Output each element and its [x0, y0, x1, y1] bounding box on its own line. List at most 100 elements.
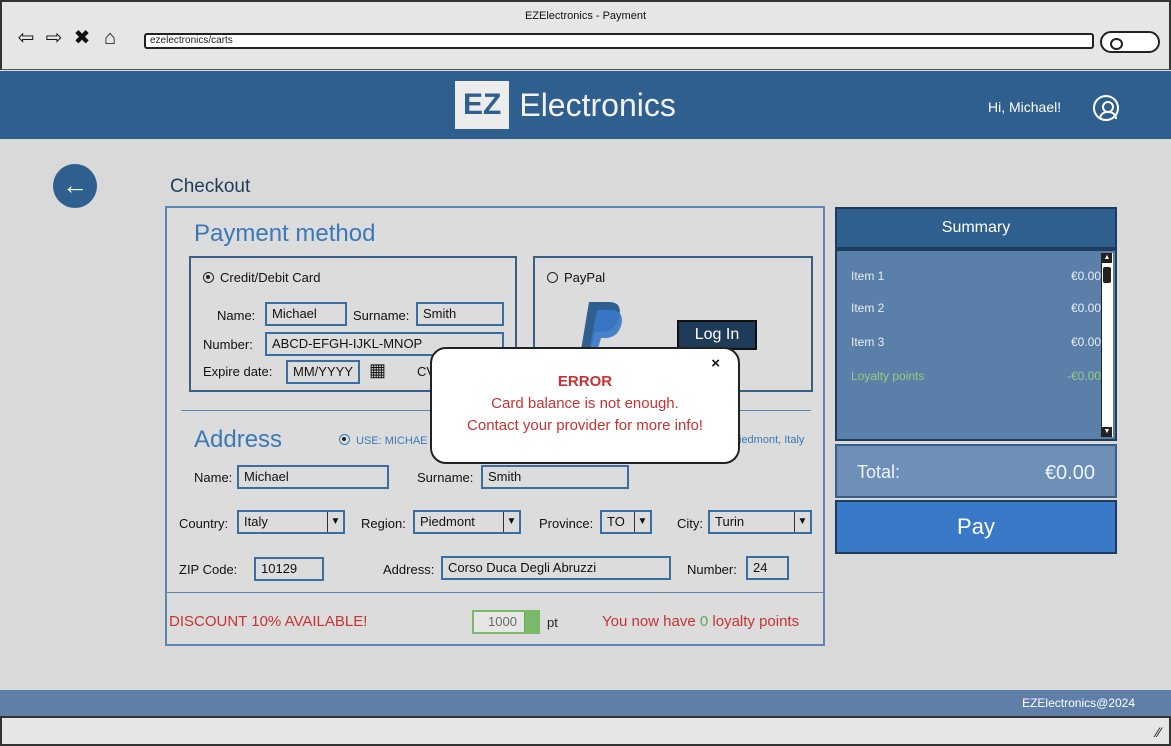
address-title: Address — [194, 426, 283, 453]
close-icon[interactable]: × — [711, 355, 720, 372]
footer-copyright: EZElectronics@2024 — [1022, 696, 1135, 710]
spinner-arrows-icon[interactable] — [524, 612, 538, 632]
user-account-icon[interactable] — [1093, 95, 1119, 121]
summary-item-label: Item 3 — [851, 335, 885, 349]
card-name-label: Name: — [217, 308, 256, 323]
calendar-icon[interactable]: ▦ — [369, 360, 387, 380]
user-greeting: Hi, Michael! — [988, 99, 1062, 115]
expire-date-field[interactable]: MM/YYYY — [286, 360, 360, 384]
summary-item-label: Item 1 — [851, 269, 885, 283]
summary-item-label: Item 2 — [851, 301, 885, 315]
zip-field[interactable]: 10129 — [254, 557, 324, 581]
forward-arrow-icon[interactable]: ⇨ — [45, 27, 63, 49]
summary-item-price: €0.00 — [1070, 301, 1101, 315]
loyalty-discount-label: Loyalty points — [851, 369, 925, 383]
back-arrow-icon[interactable]: ⇦ — [17, 27, 35, 49]
country-value: Italy — [244, 514, 268, 529]
app-footer: EZElectronics@2024 — [0, 690, 1171, 716]
summary-title: Summary — [835, 207, 1117, 249]
chevron-down-icon: ▼ — [327, 512, 343, 532]
paypal-option[interactable]: PayPal — [547, 270, 605, 285]
total-label: Total: — [857, 462, 901, 482]
scroll-up-icon[interactable]: ▲ — [1102, 253, 1112, 263]
summary-list[interactable]: Item 1 €0.00 Item 2 €0.00 Item 3 €0.00 L… — [835, 249, 1117, 441]
street-address-field[interactable]: Corso Duca Degli Abruzzi — [441, 556, 671, 580]
region-select[interactable]: Piedmont ▼ — [413, 510, 521, 534]
scroll-down-icon[interactable]: ▼ — [1102, 427, 1112, 437]
country-select[interactable]: Italy ▼ — [237, 510, 345, 534]
payment-method-title: Payment method — [194, 220, 376, 247]
card-option-label: Credit/Debit Card — [220, 270, 321, 285]
radio-unselected-icon[interactable] — [547, 272, 558, 283]
card-number-label: Number: — [203, 337, 253, 352]
url-bar[interactable]: ezelectronics/carts — [144, 33, 1094, 49]
loyalty-msg-suffix: loyalty points — [712, 613, 800, 630]
chevron-down-icon: ▼ — [503, 512, 519, 532]
street-number-label: Number: — [687, 562, 737, 577]
loyalty-msg-prefix: You now have — [602, 613, 696, 630]
error-message-line1: Card balance is not enough. — [491, 395, 679, 412]
loyalty-points-stepper[interactable]: 1000 — [472, 610, 540, 634]
chevron-down-icon: ▼ — [794, 512, 810, 532]
summary-item: Item 2 €0.00 — [851, 301, 1101, 315]
total-box: Total: €0.00 — [835, 444, 1117, 498]
app-header: EZ Electronics Hi, Michael! — [0, 71, 1171, 139]
radio-selected-icon[interactable] — [339, 434, 350, 445]
browser-toolbar: EZElectronics - Payment ⇦ ⇨ ✖ ⌂ ezelectr… — [0, 0, 1171, 70]
radio-selected-icon[interactable] — [203, 272, 214, 283]
address-surname-label: Surname: — [417, 470, 474, 485]
region-label: Region: — [361, 516, 406, 531]
browser-nav: ⇦ ⇨ ✖ ⌂ — [16, 28, 120, 48]
points-unit-label: pt — [547, 615, 558, 630]
address-name-label: Name: — [194, 470, 233, 485]
arrow-left-icon: ← — [62, 170, 88, 200]
resize-grip-icon[interactable]: ⁄⁄ — [1156, 724, 1161, 740]
window-title: EZElectronics - Payment — [524, 10, 647, 22]
use-saved-address-label: USE: MICHAE — [356, 435, 428, 447]
card-name-field[interactable]: Michael — [265, 302, 347, 326]
scroll-thumb[interactable] — [1103, 267, 1111, 283]
page-title: Checkout — [170, 176, 251, 197]
paypal-login-button[interactable]: Log In — [677, 320, 757, 350]
summary-loyalty-row: Loyalty points -€0.00 — [851, 369, 1101, 383]
section-divider — [167, 592, 823, 593]
card-surname-field[interactable]: Smith — [416, 302, 504, 326]
error-message-line2: Contact your provider for more info! — [467, 417, 703, 434]
street-number-field[interactable]: 24 — [746, 556, 789, 580]
summary-item-price: €0.00 — [1070, 335, 1101, 349]
province-select[interactable]: TO ▼ — [600, 510, 652, 534]
error-dialog: × ERROR Card balance is not enough. Cont… — [430, 347, 740, 464]
chevron-down-icon: ▼ — [634, 512, 650, 532]
city-value: Turin — [715, 514, 745, 529]
paypal-logo-icon — [581, 302, 622, 352]
expire-date-label: Expire date: — [203, 364, 273, 379]
summary-item-price: €0.00 — [1070, 269, 1101, 283]
country-label: Country: — [179, 516, 229, 531]
summary-item: Item 3 €0.00 — [851, 335, 1101, 349]
province-value: TO — [607, 514, 625, 529]
province-label: Province: — [539, 516, 594, 531]
zip-label: ZIP Code: — [179, 562, 238, 577]
back-button[interactable]: ← — [53, 164, 97, 208]
loyalty-points-message: You now have 0 loyalty points — [602, 613, 799, 630]
city-select[interactable]: Turin ▼ — [708, 510, 812, 534]
logo-text: Electronics — [519, 86, 676, 123]
summary-item: Item 1 €0.00 — [851, 269, 1101, 283]
summary-scrollbar[interactable]: ▲ ▼ — [1101, 253, 1113, 437]
error-title: ERROR — [557, 373, 613, 390]
address-surname-field[interactable]: Smith — [481, 465, 629, 489]
card-surname-label: Surname: — [353, 308, 410, 323]
total-value: €0.00 — [1044, 462, 1095, 484]
logo[interactable]: EZ Electronics — [455, 81, 676, 129]
street-address-label: Address: — [383, 562, 435, 577]
address-name-field[interactable]: Michael — [237, 465, 389, 489]
search-icon[interactable] — [1100, 31, 1160, 53]
loyalty-points-input[interactable]: 1000 — [488, 614, 517, 629]
browser-statusbar: ⁄⁄ — [0, 716, 1171, 746]
card-option[interactable]: Credit/Debit Card — [203, 270, 320, 285]
pay-button[interactable]: Pay — [835, 500, 1117, 554]
logo-mark: EZ — [455, 81, 510, 129]
close-icon[interactable]: ✖ — [73, 27, 91, 49]
use-saved-address-option[interactable]: USE: MICHAE — [339, 434, 428, 447]
home-icon[interactable]: ⌂ — [103, 27, 117, 49]
